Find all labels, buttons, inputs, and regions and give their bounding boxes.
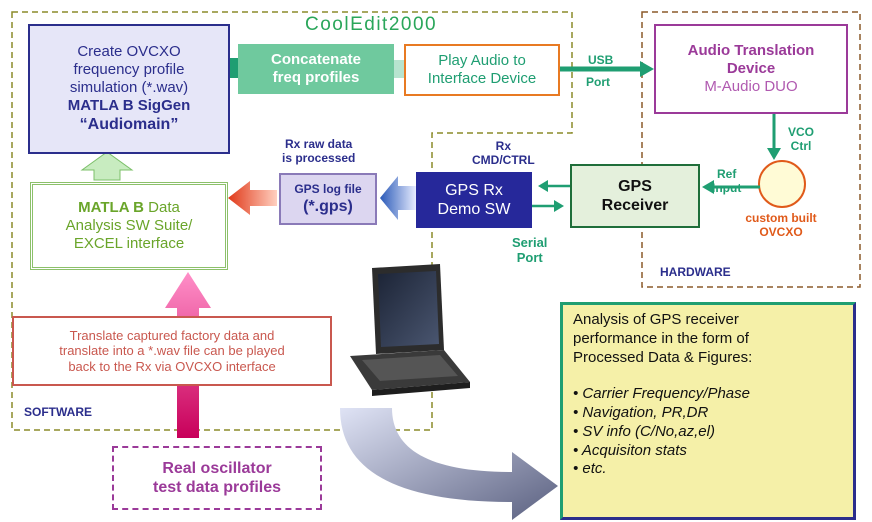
ovcxo-line2: OVCXO (759, 224, 803, 239)
gps-receiver-line2: Receiver (601, 197, 669, 214)
create-to-concat-connector (230, 58, 238, 78)
results-bullet-3: • SV info (C/No,az,el) (573, 422, 715, 440)
results-bullet-1: • Carrier Frequency/Phase (573, 385, 750, 403)
play-line1: Play Audio to (438, 52, 526, 69)
serial-arrow-right-head (554, 200, 564, 212)
analysis-suite-data: Data (143, 199, 180, 216)
results-intro-3: Processed Data & Figures: (573, 348, 753, 366)
ref-input-label: Ref Input (712, 167, 742, 196)
serial-line2: Port (516, 249, 543, 265)
results-intro-1: Analysis of GPS receiver (573, 311, 739, 328)
ovcxo-line1: custom built (745, 211, 817, 225)
create-line5: “Audiomain” (79, 116, 179, 134)
usb-port-label-2: Port (586, 75, 610, 90)
create-ovcxo-box: Create OVCXO frequency profile simulatio… (28, 24, 230, 154)
hardware-label: HARDWARE (660, 265, 731, 279)
translate-line3: back to the Rx via OVCXO interface (68, 358, 276, 374)
custom-ovcxo-label: custom built OVCXO (736, 211, 826, 240)
ref-arrow-head (702, 180, 714, 194)
audio-line2: Device (726, 60, 776, 77)
serial-port-label: Serial Port (512, 235, 548, 266)
usb-label-line1: USB (588, 53, 614, 67)
laptop-image (350, 264, 470, 396)
create-line4: MATLA B SigGen (67, 97, 191, 115)
ref-line1: Ref (716, 167, 737, 181)
usb-arrow-head (640, 61, 654, 77)
cooledit-title: CoolEdit2000 (305, 14, 438, 35)
real-oscillator-box: Real oscillator test data profiles (112, 446, 322, 510)
create-line3: simulation (*.wav) (69, 79, 189, 97)
results-curved-arrow (340, 408, 558, 520)
translate-line2: translate into a *.wav file can be playe… (59, 343, 285, 359)
ovcxo-circle (758, 160, 806, 208)
raw-data-line2: is processed (282, 150, 356, 165)
gps-receiver-box: GPS Receiver (570, 164, 700, 228)
vco-line2: Ctrl (790, 138, 812, 153)
concat-line2: freq profiles (272, 69, 360, 86)
create-line2: frequency profile (73, 61, 185, 79)
usb-label-line2: Port (586, 75, 610, 89)
serial-line1: Serial (512, 235, 548, 250)
results-box: Analysis of GPS receiver performance in … (560, 302, 856, 520)
real-osc-line2: test data profiles (152, 479, 282, 496)
red-left-arrow (228, 181, 277, 215)
real-osc-line1: Real oscillator (162, 459, 272, 477)
play-audio-box: Play Audio to Interface Device (404, 44, 560, 96)
vco-arrow-head (767, 148, 781, 160)
audio-translation-box: Audio Translation Device M-Audio DUO (654, 24, 848, 114)
analysis-suite-line1: MATLA B Data (78, 199, 180, 217)
serial-arrow-left-head (538, 180, 548, 192)
analysis-suite-line3: EXCEL interface (73, 235, 185, 252)
raw-data-line1: Rx raw data (285, 137, 353, 151)
concat-line1: Concatenate (270, 51, 362, 68)
software-label: SOFTWARE (24, 405, 92, 419)
audio-line3: M-Audio DUO (704, 78, 798, 95)
vco-line1: VCO (788, 125, 815, 139)
results-intro-2: performance in the form of (573, 329, 749, 347)
results-bullet-5: • etc. (573, 460, 607, 478)
green-up-arrow (80, 151, 134, 181)
raw-data-label: Rx raw data is processed (282, 137, 356, 166)
audio-line1: Audio Translation (687, 42, 815, 59)
gps-rx-demo-box: GPS Rx Demo SW (416, 172, 532, 228)
translate-box: Translate captured factory data and tran… (12, 316, 332, 386)
gps-log-line1: GPS log file (294, 182, 362, 197)
usb-port-label: USB (588, 53, 614, 68)
analysis-suite-matlab: MATLA B (78, 199, 144, 216)
vco-ctrl-label: VCO Ctrl (788, 125, 815, 154)
hardware-region-border (641, 11, 861, 288)
software-region-border (11, 11, 573, 431)
blue-left-arrow (380, 176, 416, 220)
create-line1: Create OVCXO (77, 43, 181, 61)
results-bullet-4: • Acquisiton stats (573, 441, 687, 459)
analysis-suite-box: MATLA B Data Analysis SW Suite/ EXCEL in… (30, 182, 228, 270)
play-line2: Interface Device (427, 70, 537, 87)
concatenate-box: Concatenate freq profiles (238, 44, 394, 94)
gps-rx-line2: Demo SW (437, 201, 511, 218)
rx-cmd-line2: CMD/CTRL (472, 152, 535, 167)
results-bullet-2: • Navigation, PR,DR (573, 404, 709, 421)
rx-cmd-line1: Rx (495, 139, 511, 153)
gps-log-file-box: GPS log file (*.gps) (279, 173, 377, 225)
gps-log-line2: (*.gps) (303, 197, 353, 215)
translate-line1: Translate captured factory data and (69, 327, 275, 343)
analysis-suite-line2: Analysis SW Suite/ (65, 217, 193, 234)
ref-line2: Input (712, 180, 742, 195)
gps-rx-line1: GPS Rx (445, 181, 503, 199)
concat-to-play-connector (394, 60, 404, 78)
gps-receiver-line1: GPS (618, 177, 652, 195)
rx-cmd-ctrl-label: Rx CMD/CTRL (472, 139, 535, 168)
